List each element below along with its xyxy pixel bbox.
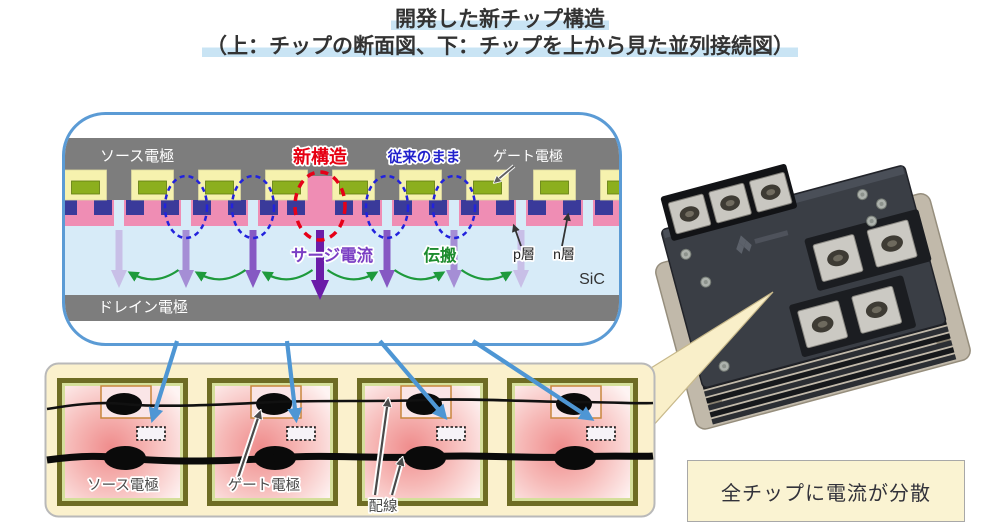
- trench-slots: [114, 200, 593, 226]
- propagation-arrows: [127, 269, 513, 282]
- new-structure-marker: [436, 426, 466, 441]
- gate-bond: [256, 393, 292, 415]
- structure-highlights: [163, 170, 477, 242]
- n-layer-label: n層: [553, 246, 575, 262]
- title-line2: （上：チップの断面図、下：チップを上から見た並列接続図）: [202, 35, 798, 58]
- new-structure-ellipse: [293, 170, 347, 242]
- brand-logo-icon: [736, 230, 789, 254]
- conventional-ellipse: [364, 174, 410, 240]
- caption-text: 全チップに電流が分散: [721, 482, 931, 505]
- conventional-ellipse: [230, 174, 276, 240]
- wiring-arrow-thin: [373, 400, 388, 496]
- new-structure-block: [305, 176, 335, 226]
- connector-arrow-chip3: [378, 339, 448, 421]
- p-layer-label: p層: [513, 246, 535, 262]
- connector-arrows: [148, 339, 595, 424]
- gate-label-arrow: [236, 412, 260, 479]
- new-structure-marker: [586, 426, 616, 441]
- source-wire: [46, 452, 654, 465]
- drain-electrode-label: ドレイン電極: [98, 299, 188, 316]
- surge-current-label: サージ電流: [291, 245, 374, 265]
- connector-arrow-chip1: [148, 340, 180, 424]
- n-layer-arrow: [561, 212, 571, 247]
- wiring-arrow-thick: [390, 459, 402, 496]
- source-electrode-label: ソース電極: [100, 148, 174, 165]
- propagation-label: 伝搬: [424, 245, 458, 265]
- chip-source-label: ソース電極: [87, 477, 159, 494]
- cross-section-border: [62, 112, 622, 346]
- title-line1: 開発した新チップ構造: [391, 8, 609, 31]
- sic-label: SiC: [579, 271, 605, 288]
- module-terminals-center: [789, 209, 932, 357]
- new-structure-label: 新構造: [293, 146, 347, 167]
- drain-electrode-band: [65, 295, 619, 321]
- chip-panel: [44, 362, 656, 518]
- chip-gate-label: ゲート電極: [228, 477, 301, 494]
- figure-title: 開発した新チップ構造 （上：チップの断面図、下：チップを上から見た並列接続図）: [0, 6, 1000, 60]
- connector-arrow-chip4: [471, 339, 595, 421]
- surge-center-arrow: [311, 230, 329, 300]
- gate-electrode-label: ゲート電極: [493, 148, 563, 164]
- gate-electrode-arrow: [495, 165, 515, 182]
- sic-substrate: [65, 226, 619, 295]
- surge-current-arrows: [111, 230, 529, 300]
- module-terminals-top: [667, 172, 793, 235]
- p-layer-arrow: [512, 223, 522, 247]
- conventional-ellipse: [431, 174, 477, 240]
- caption-box: 全チップに電流が分散: [687, 460, 965, 522]
- connector-arrow-chip2: [284, 340, 303, 424]
- conventional-ellipse: [163, 174, 209, 240]
- cross-section-diagram: ソース電極 新構造 従来のまま ゲート電極 サージ電流 伝搬 p層 n層 SiC…: [62, 112, 622, 346]
- wiring-label: 配線: [369, 498, 398, 515]
- conventional-label: 従来のまま: [387, 148, 461, 166]
- new-structure-marker: [136, 426, 166, 441]
- power-module-photo: [655, 164, 971, 430]
- new-structure-marker: [286, 426, 316, 441]
- gate-wire: [46, 398, 654, 411]
